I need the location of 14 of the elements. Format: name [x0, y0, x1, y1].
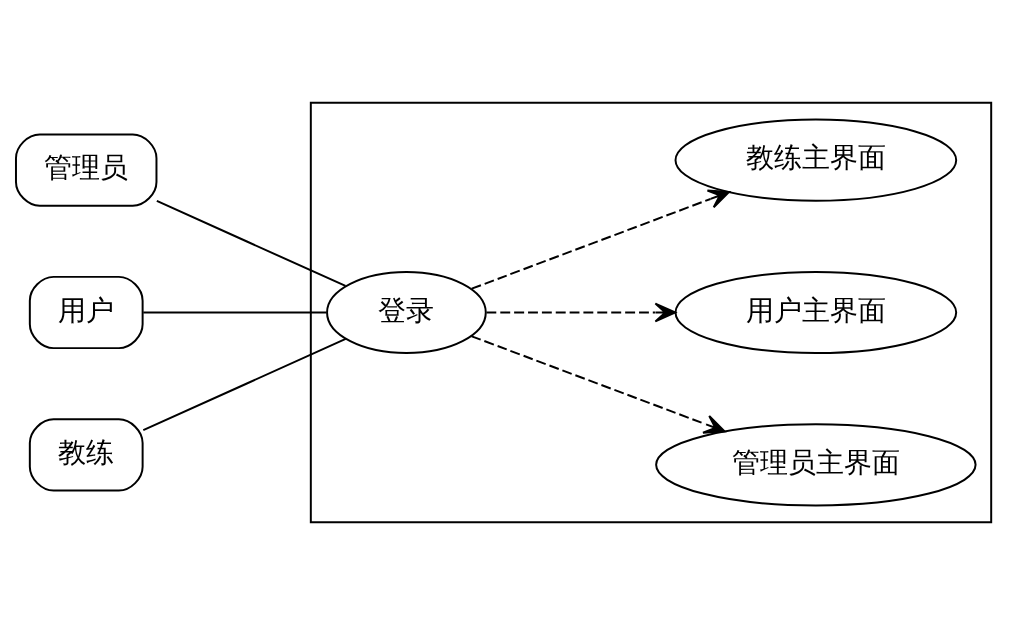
- node-ellipse: 管理员主界面: [655, 423, 977, 507]
- cluster: [309, 101, 993, 524]
- arrow: [470, 335, 726, 434]
- connector: [142, 337, 347, 432]
- arrow: [485, 302, 677, 323]
- connector: [155, 199, 347, 287]
- arrow: [470, 189, 731, 290]
- connector: [142, 311, 328, 314]
- node-box: 管理员: [15, 133, 158, 207]
- node-ellipse: 登录: [326, 270, 487, 355]
- node-box: 教练: [28, 418, 144, 492]
- node-box: 用户: [28, 275, 144, 350]
- node-ellipse: 教练主界面: [674, 118, 958, 202]
- node-ellipse: 用户主界面: [674, 270, 958, 355]
